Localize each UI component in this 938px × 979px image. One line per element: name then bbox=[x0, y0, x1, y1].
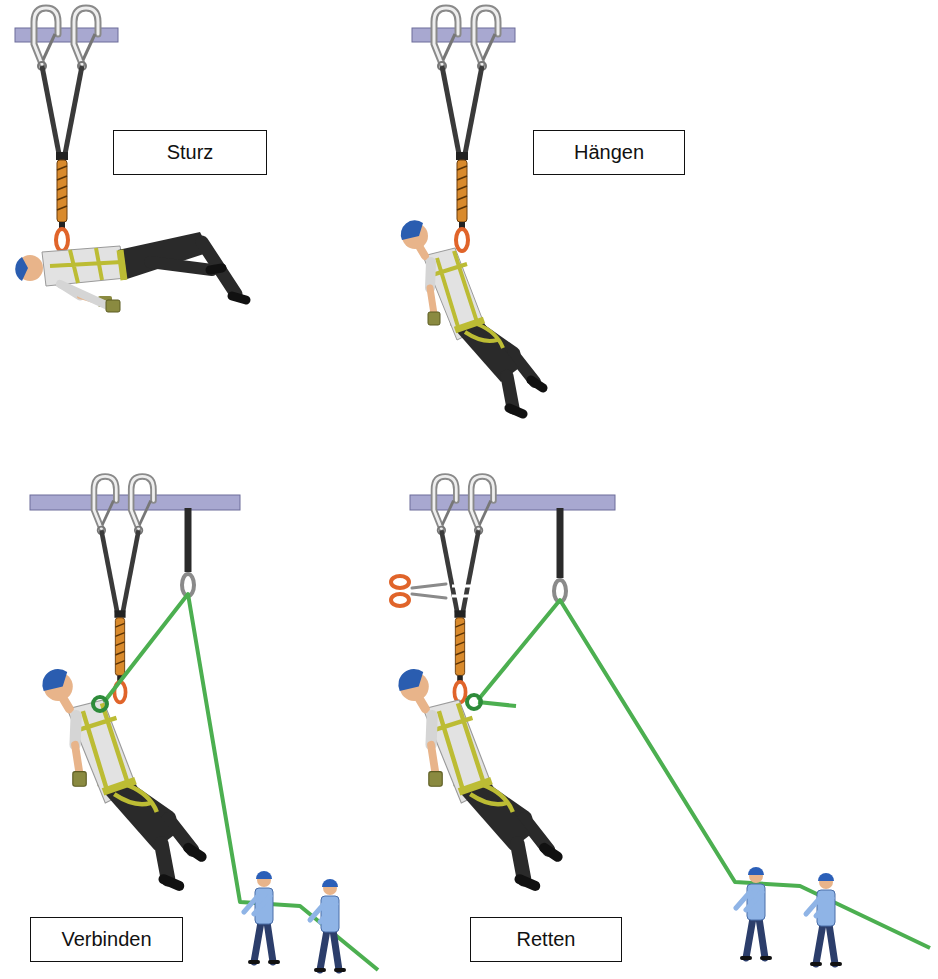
beam bbox=[410, 495, 615, 510]
beam bbox=[410, 495, 615, 510]
rescue-illustration bbox=[401, 220, 543, 414]
rescue-illustration bbox=[42, 669, 201, 886]
anchor-sling bbox=[182, 508, 194, 596]
rescue-rope bbox=[478, 600, 930, 948]
rescue-illustration bbox=[806, 873, 840, 964]
rescue-rope bbox=[93, 697, 107, 711]
rescue-illustration bbox=[94, 476, 154, 702]
scissors bbox=[452, 586, 476, 596]
rescue-rope bbox=[467, 600, 930, 948]
beam bbox=[15, 28, 118, 42]
anchor-sling bbox=[185, 508, 192, 572]
falling-worker bbox=[106, 300, 120, 312]
beam bbox=[30, 495, 240, 510]
rescue-illustration bbox=[434, 476, 494, 702]
falling-worker bbox=[42, 246, 126, 286]
panel-label: Hängen bbox=[574, 141, 644, 164]
rescue-illustration bbox=[736, 867, 770, 958]
rescue-illustration bbox=[310, 879, 344, 970]
panel-label: Retten bbox=[517, 928, 576, 951]
label-box: Verbinden bbox=[30, 917, 183, 962]
rescue-rope bbox=[93, 594, 378, 970]
scissors bbox=[391, 576, 409, 588]
panel-label: Verbinden bbox=[61, 928, 151, 951]
falling-worker bbox=[60, 284, 108, 306]
scissors bbox=[391, 594, 409, 606]
rescue-illustration bbox=[34, 8, 98, 251]
beam bbox=[15, 28, 118, 42]
anchor-sling bbox=[554, 508, 566, 602]
falling-worker bbox=[120, 250, 124, 280]
falling-worker bbox=[15, 257, 28, 281]
rescue-illustration bbox=[434, 8, 498, 251]
label-box: Sturz bbox=[113, 130, 267, 175]
falling-worker bbox=[150, 262, 212, 270]
scissors bbox=[412, 584, 446, 598]
falling-worker bbox=[210, 268, 222, 270]
label-box: Hängen bbox=[533, 130, 685, 175]
panel-label: Sturz bbox=[167, 141, 214, 164]
rescue-rope bbox=[478, 702, 516, 706]
rescue-rope bbox=[467, 695, 481, 709]
falling-worker bbox=[50, 248, 122, 283]
label-box: Retten bbox=[470, 917, 622, 962]
falling-worker bbox=[15, 232, 246, 312]
scissors bbox=[391, 576, 476, 606]
rescue-illustration bbox=[398, 669, 557, 886]
falling-worker bbox=[202, 242, 236, 294]
rescue-illustration bbox=[244, 871, 278, 962]
rescue-rope bbox=[104, 594, 378, 970]
anchor-sling bbox=[557, 508, 564, 578]
beam bbox=[30, 495, 240, 510]
falling-worker bbox=[232, 296, 246, 300]
